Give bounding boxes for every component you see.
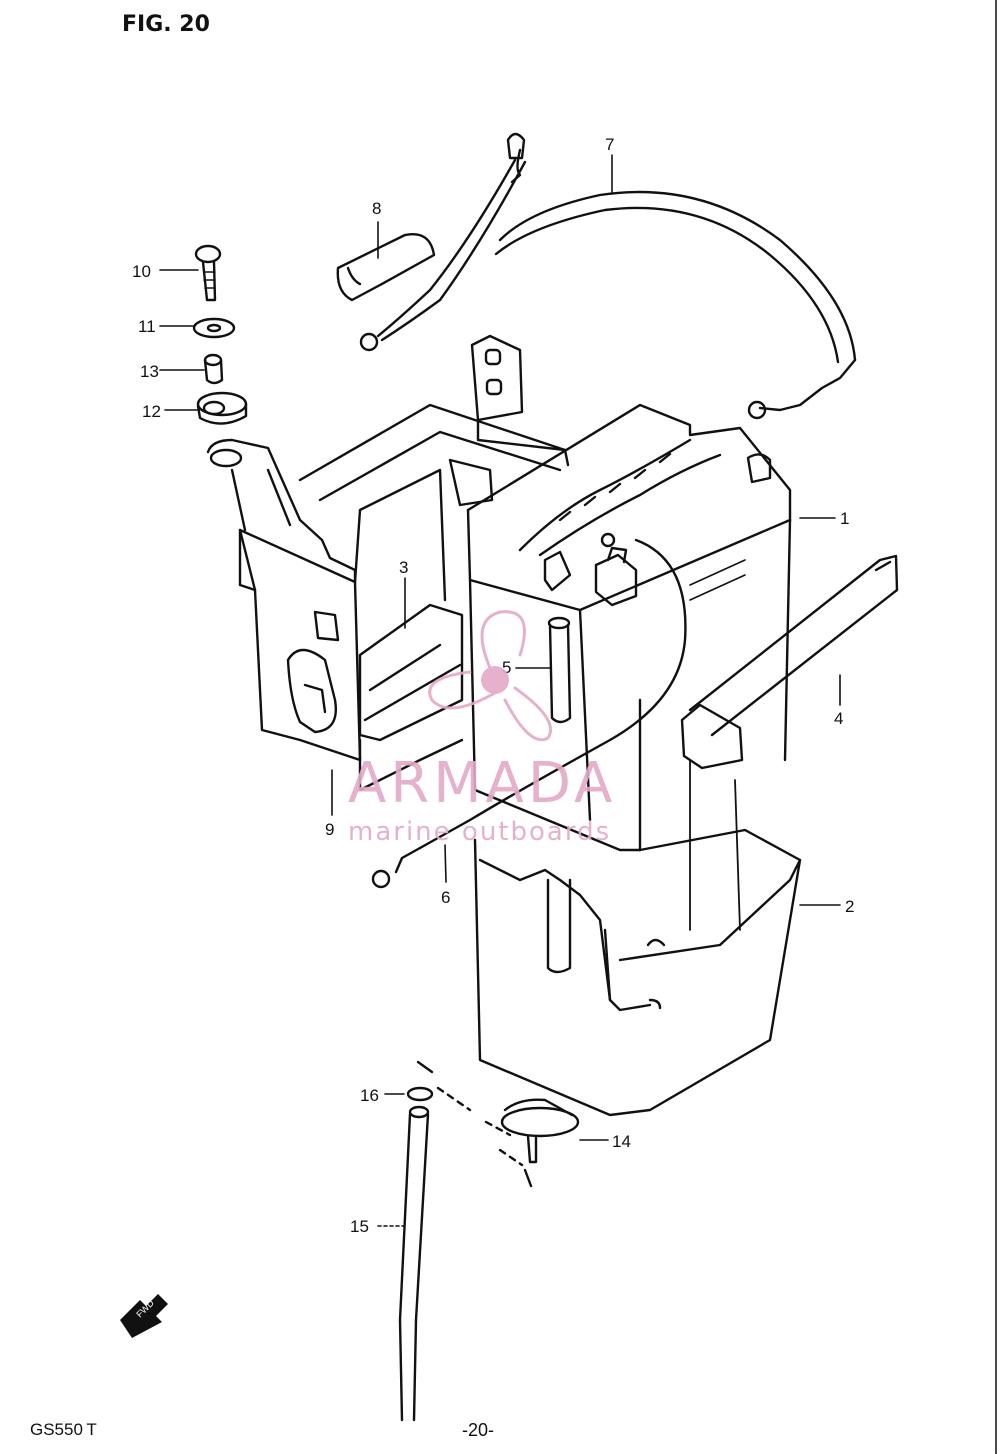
callout-4: 4 bbox=[834, 709, 843, 728]
callout-8: 8 bbox=[372, 199, 381, 218]
tube-part-15 bbox=[398, 1105, 430, 1422]
breather-tube-part-5 bbox=[547, 616, 572, 724]
watermark-tagline: marine outboards bbox=[348, 817, 611, 847]
callout-15: 15 bbox=[350, 1217, 369, 1236]
washer-part-11 bbox=[192, 317, 236, 339]
callout-3: 3 bbox=[399, 558, 408, 577]
callout-5: 5 bbox=[502, 658, 511, 677]
callout-13: 13 bbox=[140, 362, 159, 381]
battery-holder-part-9 bbox=[206, 334, 570, 792]
battery-part-1 bbox=[466, 403, 792, 852]
callout-9: 9 bbox=[325, 820, 334, 839]
callout-10: 10 bbox=[132, 262, 151, 281]
callout-12: 12 bbox=[142, 402, 161, 421]
model-code: GS550 T bbox=[30, 1420, 97, 1439]
battery-case-part-2 bbox=[473, 759, 802, 1117]
callout-6: 6 bbox=[441, 888, 450, 907]
grommet-part-12 bbox=[196, 391, 248, 425]
forward-arrow-icon: FWD bbox=[120, 1294, 168, 1338]
callout-11: 11 bbox=[138, 317, 156, 336]
watermark-name: ARMADA bbox=[348, 751, 616, 816]
cable-part-6 bbox=[371, 532, 687, 889]
callout-7: 7 bbox=[605, 135, 614, 154]
collar-part-13 bbox=[203, 353, 224, 385]
callout-2: 2 bbox=[845, 897, 854, 916]
propeller-hub bbox=[481, 666, 509, 694]
terminal-cover-part-8 bbox=[336, 233, 436, 302]
figure-title: FIG. 20 bbox=[122, 12, 210, 37]
clamp-part-16 bbox=[406, 1086, 434, 1102]
watermark-logo: ARMADA marine outboards bbox=[348, 610, 616, 847]
cap-part-14 bbox=[416, 1060, 580, 1188]
page-number: -20- bbox=[462, 1420, 495, 1440]
callout-14: 14 bbox=[612, 1132, 631, 1151]
propeller-logo-icon bbox=[428, 610, 553, 742]
callout-16: 16 bbox=[360, 1086, 379, 1105]
callout-1: 1 bbox=[840, 509, 849, 528]
battery-band-part-4 bbox=[680, 554, 899, 770]
cable-part-7 bbox=[359, 132, 857, 420]
leader-lines bbox=[159, 154, 841, 1227]
callout-numbers: 1 2 3 4 5 6 7 8 9 10 11 13 12 14 15 16 bbox=[132, 135, 854, 1236]
bolt-part-10 bbox=[194, 244, 222, 302]
